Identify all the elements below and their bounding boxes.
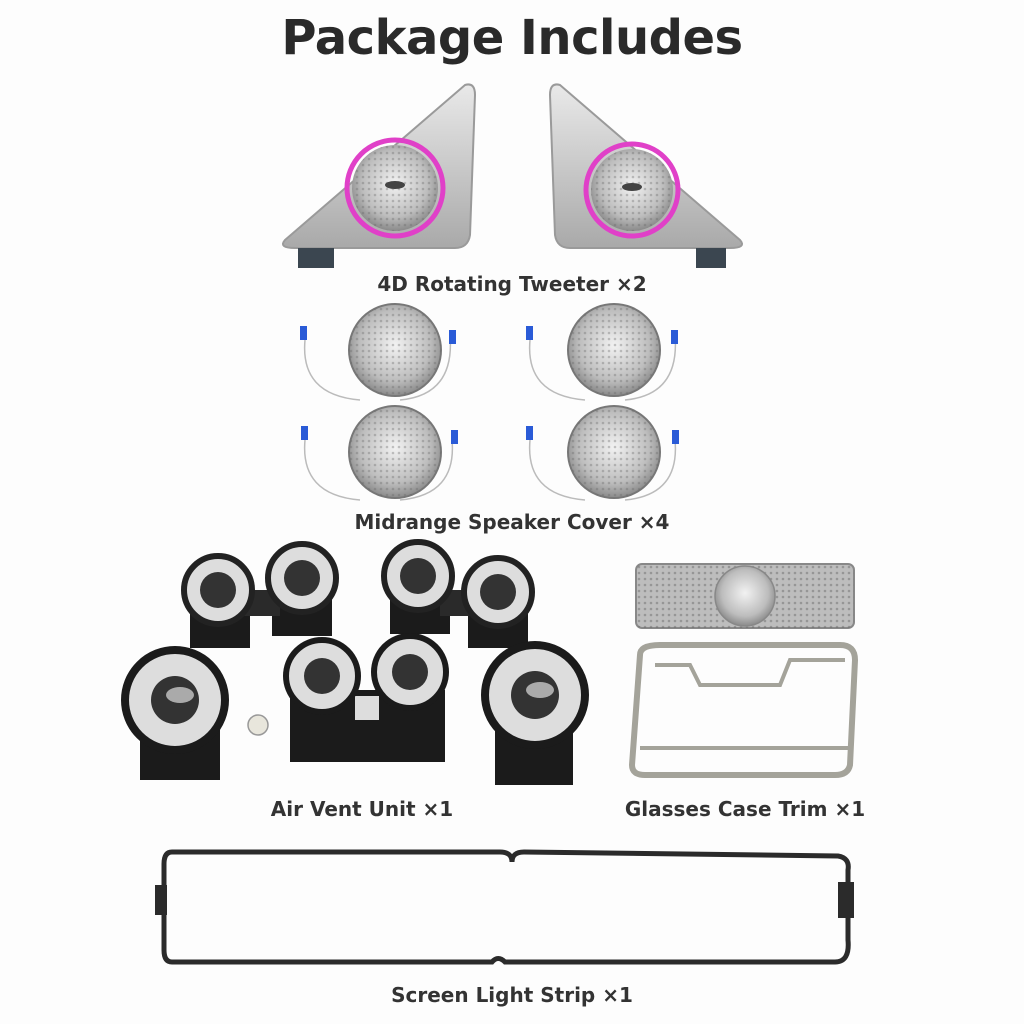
air-vent-left <box>121 646 229 780</box>
caption-glasses-case: Glasses Case Trim ×1 <box>624 797 866 821</box>
screen-light-strip <box>155 849 854 965</box>
air-vent-center <box>283 633 449 762</box>
caption-tweeter: 4D Rotating Tweeter ×2 <box>377 272 647 296</box>
midrange-cover-1 <box>300 303 456 401</box>
vent-cap <box>247 714 269 736</box>
air-vent-right <box>481 641 589 785</box>
air-vent-top-right-pair <box>381 539 535 648</box>
air-vent-top-left-pair <box>181 541 339 648</box>
air-vent-unit <box>121 539 589 785</box>
tweeter-left <box>282 83 477 268</box>
page-title: Package Includes <box>281 10 743 66</box>
glasses-case-trim <box>628 563 859 778</box>
caption-midrange: Midrange Speaker Cover ×4 <box>354 510 670 534</box>
caption-air-vent: Air Vent Unit ×1 <box>270 797 454 821</box>
midrange-cover-2 <box>526 303 678 401</box>
midrange-cover-3 <box>301 405 458 501</box>
tweeter-right <box>548 83 743 268</box>
midrange-cover-4 <box>526 405 679 501</box>
caption-light-strip: Screen Light Strip ×1 <box>391 983 633 1007</box>
